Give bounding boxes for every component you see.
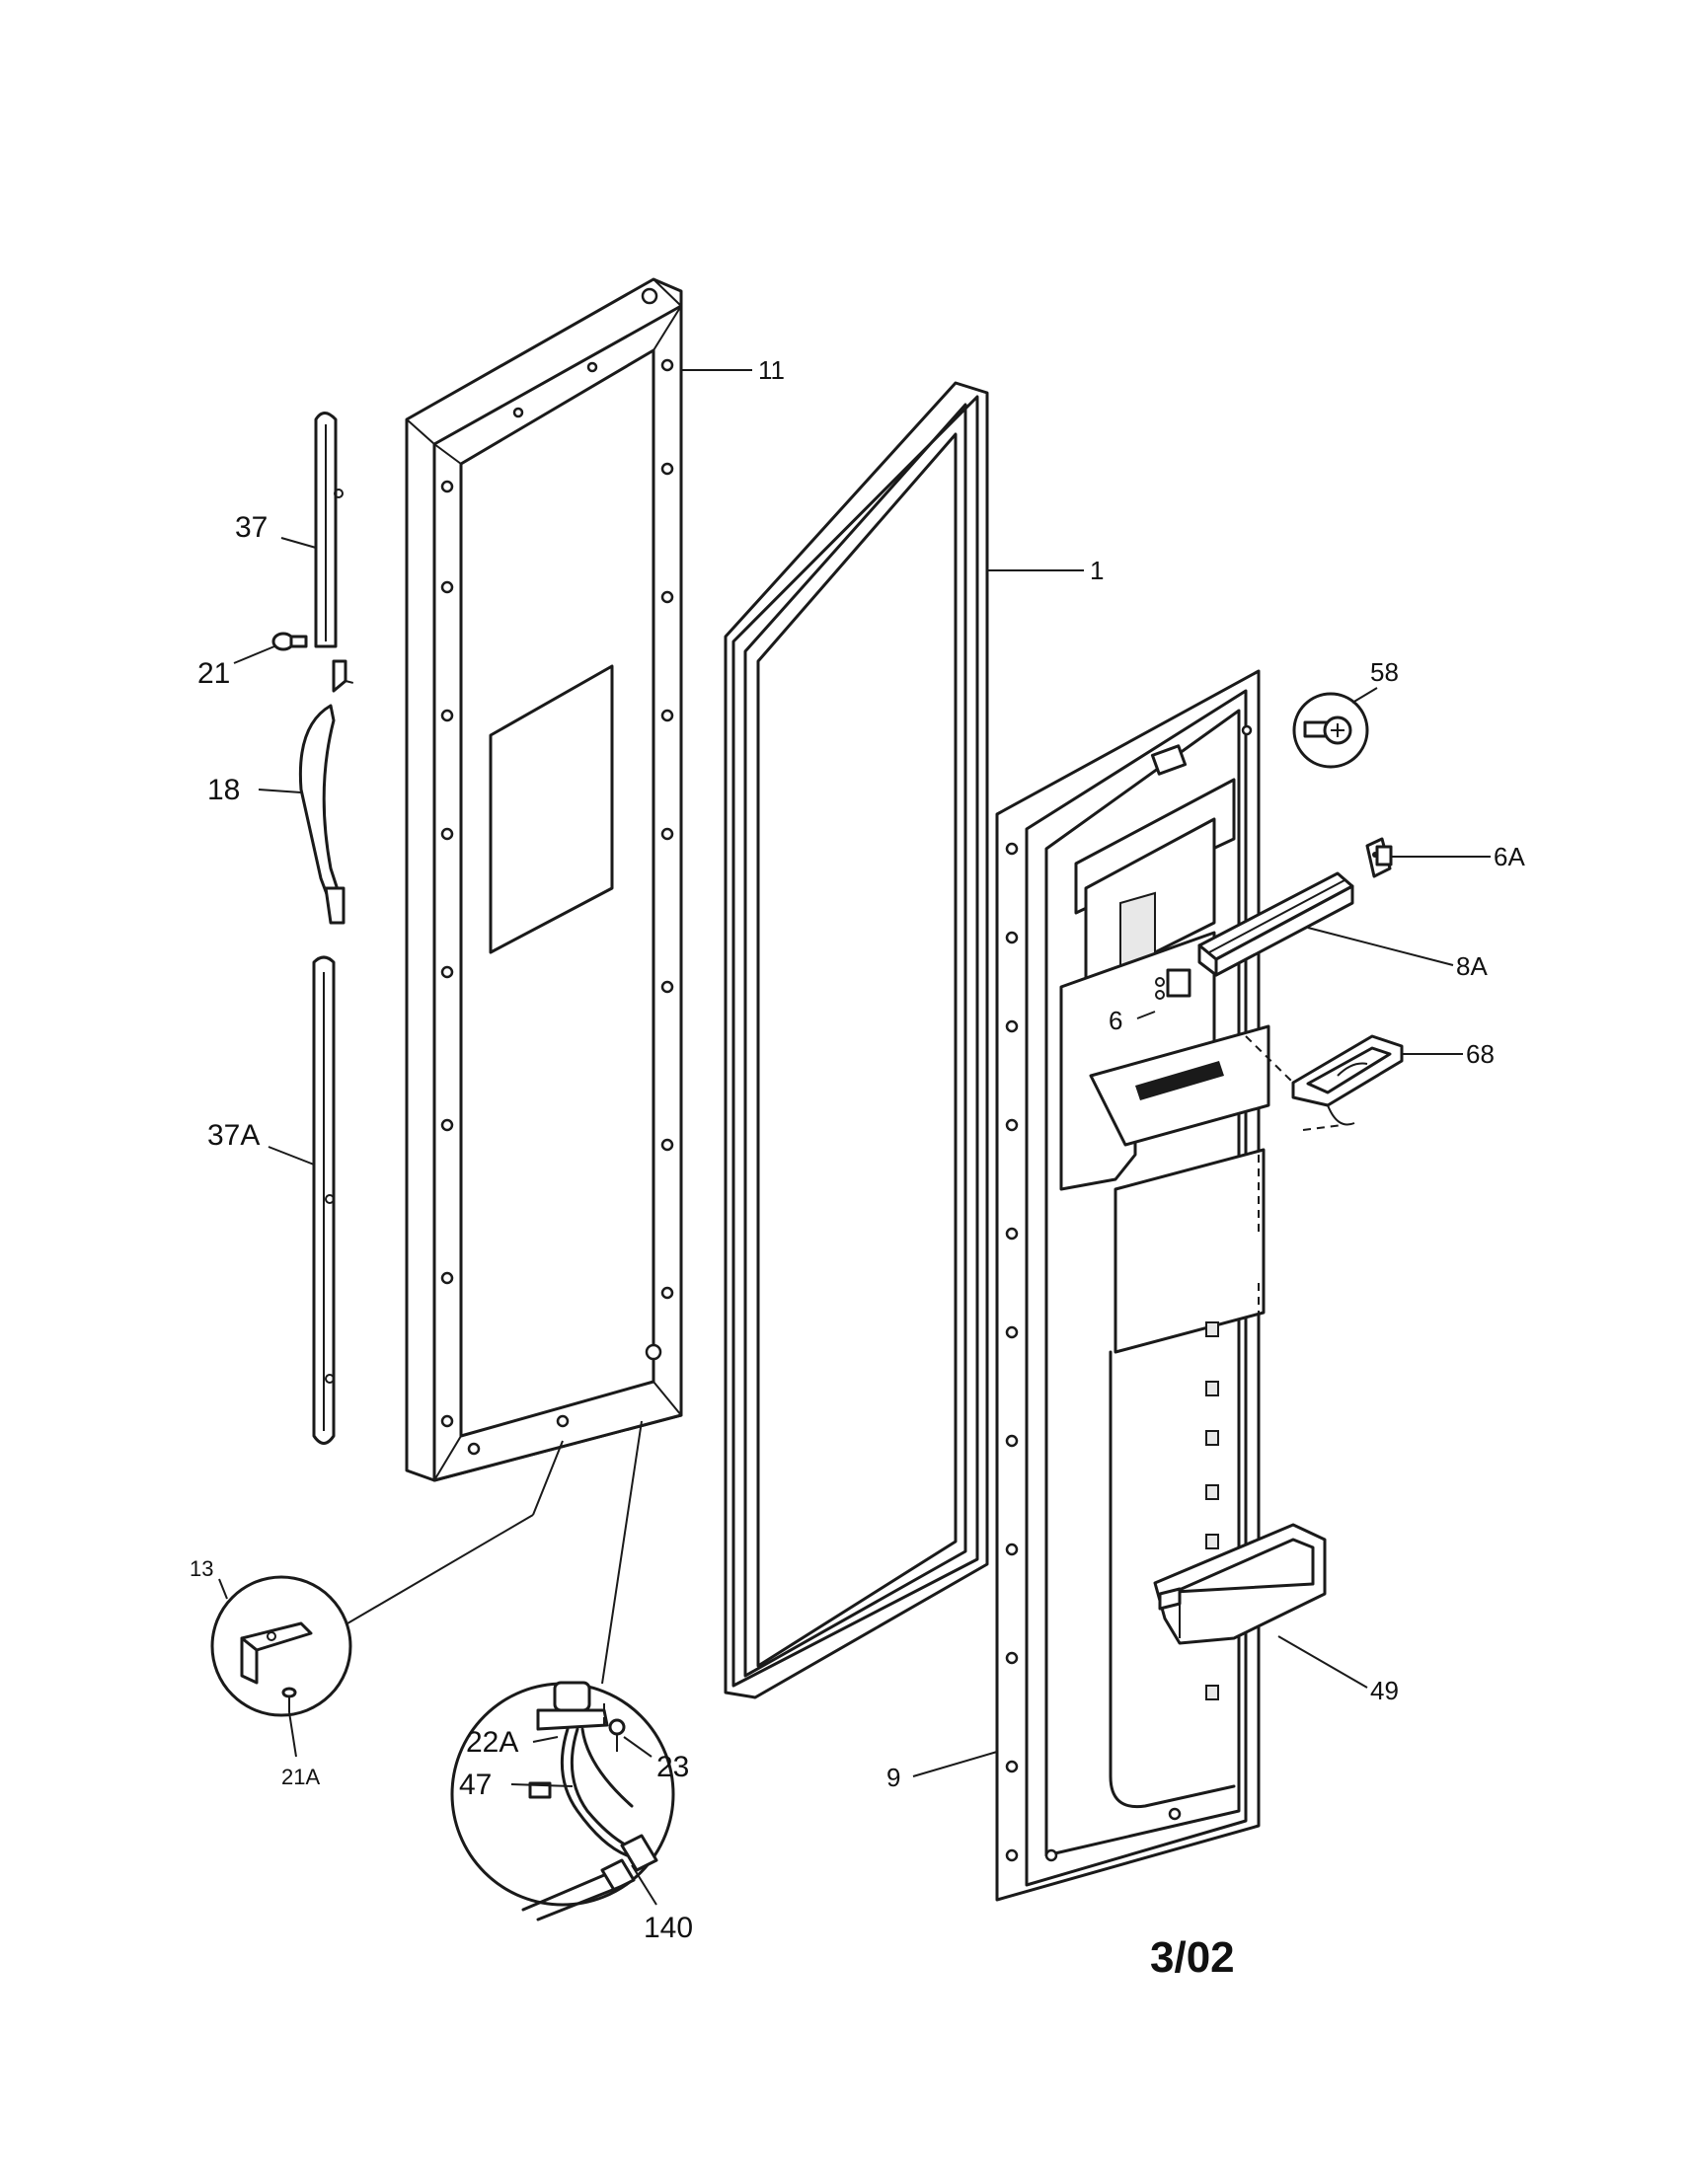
label-37: 37 <box>235 511 268 544</box>
label-6a: 6A <box>1494 842 1525 871</box>
date-code: 3/02 <box>1150 1933 1235 1982</box>
label-21a: 21A <box>281 1765 320 1789</box>
label-1: 1 <box>1090 556 1104 585</box>
wiring-detail-circle <box>450 1681 675 1921</box>
label-22a: 22A <box>466 1726 518 1759</box>
channel-part-8a <box>1197 871 1354 977</box>
label-23: 23 <box>656 1751 689 1783</box>
label-8a: 8A <box>1456 951 1488 981</box>
label-11: 11 <box>758 355 785 385</box>
label-18: 18 <box>207 774 240 806</box>
label-68: 68 <box>1466 1039 1495 1069</box>
switch-part-6a <box>1365 837 1393 878</box>
switch-part-6 <box>1155 968 1191 1000</box>
screw-part-21 <box>271 632 308 651</box>
hinge-strap-part-18 <box>298 659 354 925</box>
label-21: 21 <box>197 657 230 690</box>
door-bin-part-49 <box>1153 1523 1327 1645</box>
label-49: 49 <box>1370 1676 1399 1705</box>
bracket-detail-part-13 <box>210 1575 352 1717</box>
trim-part-37 <box>314 412 344 648</box>
dispenser-part-68 <box>1291 1034 1404 1126</box>
door-gasket-part-1 <box>724 381 989 1699</box>
trim-part-37a <box>312 955 336 1445</box>
door-frame-part-11 <box>405 277 683 1482</box>
label-6: 6 <box>1109 1006 1122 1035</box>
label-13: 13 <box>190 1556 213 1581</box>
label-47: 47 <box>459 1769 492 1801</box>
label-9: 9 <box>886 1763 900 1792</box>
door-liner-part-9 <box>995 669 1270 1902</box>
label-140: 140 <box>644 1912 693 1944</box>
label-58: 58 <box>1370 657 1399 687</box>
label-37a: 37A <box>207 1119 260 1152</box>
screw-part-58 <box>1292 692 1369 769</box>
